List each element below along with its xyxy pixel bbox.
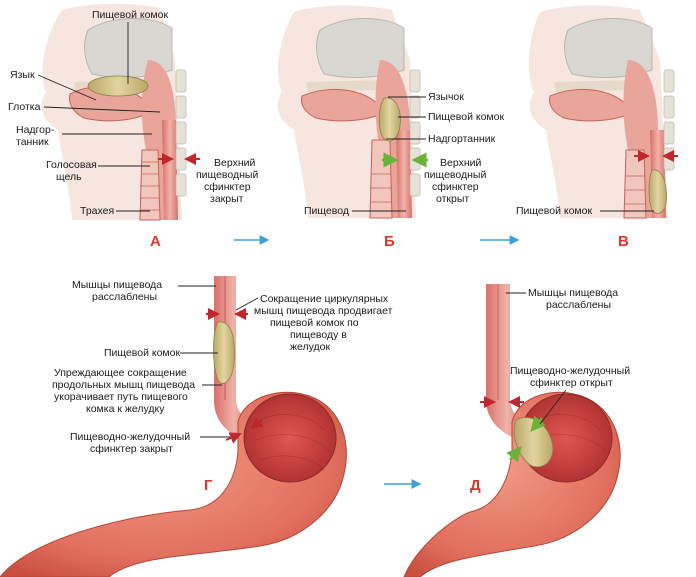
label-upper-sphincter-closed-2: пищеводный — [196, 169, 258, 181]
label-tongue: Язык — [10, 69, 35, 81]
label-lower-sphincter-closed-1: Пищеводно-желудочный — [70, 431, 190, 443]
label-circular-1: Сокращение циркулярных — [260, 293, 389, 305]
panel-e-labels: Мышцы пищевода расслаблены Пищеводно-жел… — [470, 287, 630, 494]
label-epiglottis-2: танник — [16, 136, 49, 148]
step-letter-c: В — [618, 233, 629, 250]
panel-d-labels: Мышцы пищевода расслаблены Сокращение ци… — [52, 279, 393, 494]
label-circular-2: мышц пищевода продвигает — [254, 305, 393, 317]
panel-e-illustration — [403, 284, 621, 577]
label-lower-sphincter-open-2: сфинктер открыт — [530, 377, 613, 389]
label-lower-sphincter-closed-2: сфинктер закрыт — [90, 443, 173, 455]
label-bolus-b: Пищевой комок — [428, 111, 504, 123]
label-trachea: Трахея — [80, 205, 114, 217]
label-esophagus: Пищевод — [304, 205, 349, 217]
label-glottis-1: Голосовая — [46, 159, 97, 171]
label-muscles-relaxed-e-2: расслаблены — [546, 299, 611, 311]
label-upper-sphincter-open-1: Верхний — [440, 157, 481, 169]
panel-c-labels: Пищевой комок В — [516, 205, 654, 250]
step-letter-e: Д — [470, 477, 481, 494]
panel-b-illustration — [277, 5, 428, 219]
label-longitudinal-4: комка к желудку — [86, 403, 165, 415]
label-muscles-relaxed-1: Мышцы пищевода — [72, 279, 162, 291]
step-letter-b: Б — [384, 233, 395, 250]
label-upper-sphincter-closed-4: закрыт — [210, 193, 244, 205]
label-epiglottis-b: Надгортанник — [428, 133, 496, 145]
label-upper-sphincter-open-4: открыт — [436, 193, 469, 205]
label-uvula: Язычок — [428, 91, 464, 103]
step-letter-a: А — [150, 233, 161, 250]
label-bolus: Пищевой комок — [92, 9, 168, 21]
label-muscles-relaxed-e-1: Мышцы пищевода — [528, 287, 618, 299]
panel-c-illustration — [528, 5, 678, 219]
label-longitudinal-3: укорачивает путь пищевого — [54, 391, 188, 403]
step-letter-d: Г — [204, 477, 213, 494]
label-muscles-relaxed-2: расслаблены — [92, 291, 157, 303]
label-circular-4: пищеводу в — [290, 329, 347, 341]
label-upper-sphincter-closed-3: сфинктер — [204, 181, 251, 193]
label-pharynx: Глотка — [8, 101, 41, 113]
label-circular-5: желудок — [290, 341, 331, 353]
label-longitudinal-2: продольных мышц пищевода — [52, 379, 195, 391]
label-lower-sphincter-open-1: Пищеводно-желудочный — [510, 365, 630, 377]
label-circular-3: пищевой комок по — [270, 317, 359, 329]
label-bolus-d: Пищевой комок — [104, 347, 180, 359]
label-glottis-2: щель — [56, 171, 82, 183]
label-longitudinal-1: Упреждающее сокращение — [54, 367, 187, 379]
label-upper-sphincter-open-2: пищеводный — [424, 169, 486, 181]
label-upper-sphincter-open-3: сфинктер — [432, 181, 479, 193]
panel-b-labels: Язычок Пищевой комок Надгортанник Верхни… — [304, 91, 504, 250]
panel-a-labels: Пищевой комок Язык Глотка Надгор- танник… — [8, 9, 258, 250]
label-upper-sphincter-closed-1: Верхний — [214, 157, 255, 169]
label-bolus-c: Пищевой комок — [516, 205, 592, 217]
label-epiglottis-1: Надгор- — [16, 124, 55, 136]
panel-d-illustration — [0, 276, 347, 577]
panel-a-illustration — [41, 3, 200, 221]
